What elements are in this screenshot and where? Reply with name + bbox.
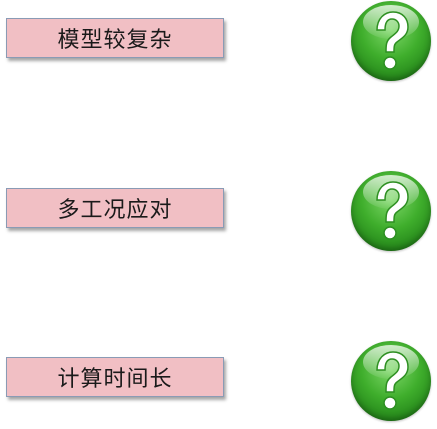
help-question-icon [351, 1, 431, 81]
help-question-icon [351, 171, 431, 251]
issue-label-2: 多工况应对 [6, 188, 224, 228]
issue-row-3: 计算时间长 [0, 339, 437, 429]
issue-label-3: 计算时间长 [6, 357, 224, 397]
help-question-icon [351, 341, 431, 421]
issue-row-2: 多工况应对 [0, 170, 437, 260]
issue-label-1: 模型较复杂 [6, 18, 224, 58]
issue-row-1: 模型较复杂 [0, 0, 437, 90]
